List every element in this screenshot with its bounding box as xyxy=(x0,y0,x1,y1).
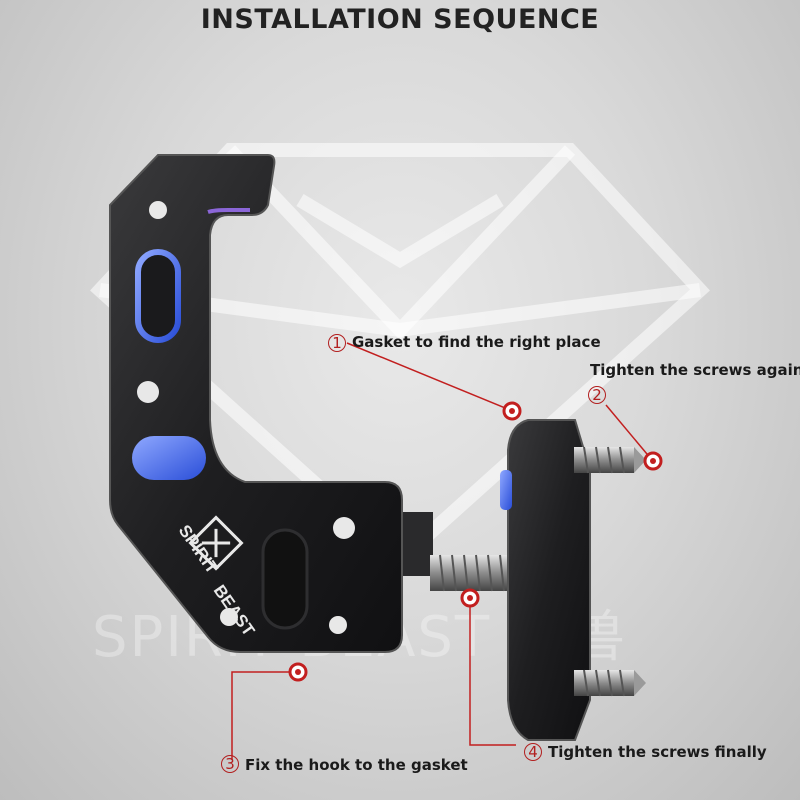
bottom-screw xyxy=(574,669,646,697)
step-4-label: Tighten the screws finally xyxy=(548,743,767,761)
step-4-number: 4 xyxy=(524,743,542,761)
target-marker-2 xyxy=(643,451,663,471)
step-1-label: Gasket to find the right place xyxy=(352,333,601,351)
target-marker-3 xyxy=(288,662,308,682)
step-2-number: 2 xyxy=(588,386,606,404)
nut xyxy=(403,512,433,576)
page-title: INSTALLATION SEQUENCE xyxy=(200,4,600,35)
step-3-number: 3 xyxy=(221,755,239,773)
target-marker-1 xyxy=(502,401,522,421)
step-1-number: 1 xyxy=(328,334,346,352)
callout-lines xyxy=(231,342,653,760)
gasket xyxy=(500,419,591,741)
led-slot-upper xyxy=(135,249,181,343)
step-3-label: Fix the hook to the gasket xyxy=(245,756,468,774)
step-2-label: Tighten the screws again xyxy=(590,361,800,379)
led-slot-lower xyxy=(132,436,206,480)
target-marker-4 xyxy=(460,588,480,608)
top-screw xyxy=(574,446,646,474)
hook-bracket xyxy=(109,154,403,653)
brand-logo xyxy=(188,515,244,571)
